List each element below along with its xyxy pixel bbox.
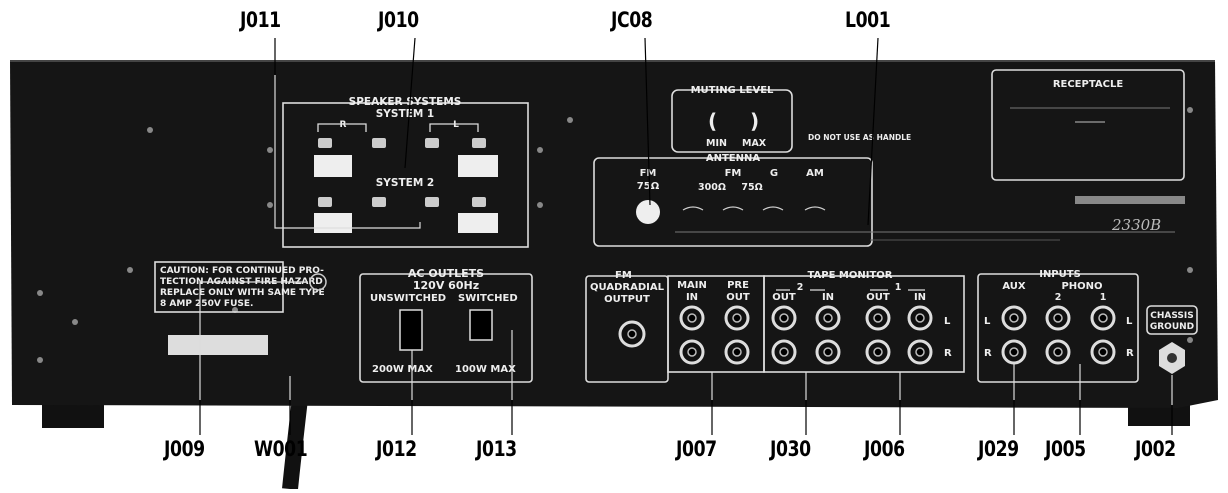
antenna-title: ANTENNA bbox=[706, 153, 760, 164]
tape-side-r: R bbox=[944, 348, 952, 359]
callout-j009: J009 bbox=[164, 437, 205, 461]
screws bbox=[37, 107, 1193, 363]
speaker-l-label: L bbox=[453, 120, 459, 130]
rca-jacks-main-tape[interactable] bbox=[679, 305, 933, 365]
tape-side-l: L bbox=[944, 316, 951, 327]
callout-j011: J011 bbox=[240, 8, 281, 32]
aux-label: AUX bbox=[1002, 281, 1026, 292]
max-200-label: 200W MAX bbox=[372, 364, 433, 375]
inputs-title: INPUTS bbox=[1039, 269, 1081, 280]
tape-1-out-label: OUT bbox=[866, 292, 890, 303]
ac-outlets-title: AC OUTLETS bbox=[408, 267, 484, 280]
receptacle-label: RECEPTACLE bbox=[1053, 79, 1124, 90]
callout-j029: J029 bbox=[978, 437, 1019, 461]
inputs-side-r-2: R bbox=[1126, 348, 1134, 359]
unswitched-label: UNSWITCHED bbox=[370, 293, 446, 304]
callout-j006: J006 bbox=[864, 437, 905, 461]
antenna-300-label: 300Ω bbox=[698, 182, 726, 193]
phono-label: PHONO bbox=[1061, 281, 1102, 292]
leader-lines bbox=[274, 37, 879, 226]
inputs-section: INPUTS AUX PHONO 2 1 L R L R bbox=[977, 269, 1139, 383]
speaker-r-label: R bbox=[340, 120, 347, 130]
chassis-label: CHASSIS bbox=[1150, 311, 1194, 321]
caution-line-4: 8 AMP 250V FUSE. bbox=[160, 299, 253, 309]
brand-area: 2330B bbox=[675, 196, 1185, 241]
muting-min-label: MIN bbox=[706, 138, 727, 149]
switched-label: SWITCHED bbox=[458, 293, 518, 304]
antenna-g-label: G bbox=[770, 168, 778, 179]
tape-monitor-title: TAPE MONITOR bbox=[808, 270, 893, 281]
rca-jacks-inputs[interactable] bbox=[1001, 305, 1116, 365]
model-number: 2330B bbox=[1111, 216, 1161, 234]
callout-j005: J005 bbox=[1045, 437, 1086, 461]
callout-w001: W001 bbox=[254, 437, 308, 461]
antenna-am-label: AM bbox=[806, 168, 824, 179]
unswitched-outlet[interactable] bbox=[399, 309, 423, 351]
main-label: MAIN bbox=[677, 280, 707, 291]
antenna-fm-label: FM bbox=[725, 168, 742, 179]
tape-monitor-section: TAPE MONITOR 2 1 OUT IN OUT IN L R bbox=[763, 270, 965, 373]
callout-j007: J007 bbox=[676, 437, 717, 461]
antenna-75-label: 75Ω bbox=[741, 182, 762, 193]
svg-text:): ) bbox=[750, 109, 759, 133]
ac-outlets-section: AC OUTLETS 120V 60Hz UNSWITCHED SWITCHED… bbox=[359, 267, 533, 383]
speaker-systems-title: SPEAKER SYSTEMS bbox=[349, 96, 462, 108]
muting-level-section: MUTING LEVEL ( ) MIN MAX bbox=[671, 85, 793, 153]
fuse-holder[interactable] bbox=[309, 273, 327, 291]
fm-quadradial-section: FM QUADRADIAL OUTPUT bbox=[585, 270, 669, 383]
chassis-ground-section: CHASSIS GROUND bbox=[1146, 305, 1198, 374]
pre-label: PRE bbox=[727, 280, 749, 291]
antenna-fm75-label: FM bbox=[640, 168, 657, 179]
main-in-label: IN bbox=[686, 292, 698, 303]
switched-outlet[interactable] bbox=[469, 309, 493, 341]
tape-2-in-label: IN bbox=[822, 292, 834, 303]
max-100-label: 100W MAX bbox=[455, 364, 516, 375]
tape-2-out-label: OUT bbox=[772, 292, 796, 303]
muting-level-title: MUTING LEVEL bbox=[691, 85, 774, 96]
leader-lines-panel bbox=[199, 75, 1173, 405]
tape-1-label: 1 bbox=[895, 282, 902, 293]
tape-2-label: 2 bbox=[797, 282, 804, 293]
fm-quad-fm-label: FM bbox=[615, 270, 632, 281]
muting-max-label: MAX bbox=[742, 138, 767, 149]
system-1-label: SYSTEM 1 bbox=[376, 108, 434, 120]
svg-text:(: ( bbox=[708, 109, 717, 133]
inputs-side-l-2: L bbox=[1126, 316, 1133, 327]
caution-line-1: CAUTION: FOR CONTINUED PRO- bbox=[160, 266, 324, 276]
callout-j012: J012 bbox=[376, 437, 417, 461]
callout-j010: J010 bbox=[378, 8, 419, 32]
tape-1-in-label: IN bbox=[914, 292, 926, 303]
pre-out-label: OUT bbox=[726, 292, 750, 303]
caution-line-3: REPLACE ONLY WITH SAME TYPE bbox=[160, 288, 325, 298]
phono-2-label: 2 bbox=[1055, 292, 1062, 303]
callout-j013: J013 bbox=[476, 437, 517, 461]
manufacturer-label bbox=[168, 335, 268, 355]
callout-j002: J002 bbox=[1135, 437, 1176, 461]
callout-j030: J030 bbox=[770, 437, 811, 461]
antenna-terminals[interactable] bbox=[682, 206, 826, 211]
fm-quad-output-label: OUTPUT bbox=[604, 294, 650, 305]
chassis-body bbox=[10, 60, 1218, 408]
phono-1-label: 1 bbox=[1100, 292, 1107, 303]
ground-label: GROUND bbox=[1150, 322, 1194, 332]
antenna-section: ANTENNA FM 75Ω FM G AM 300Ω 75Ω bbox=[593, 153, 873, 247]
inputs-side-l: L bbox=[984, 316, 991, 327]
ac-rating: 120V 60Hz bbox=[413, 279, 479, 292]
handle-warning: DO NOT USE AS HANDLE bbox=[808, 133, 911, 142]
callout-l001: L001 bbox=[845, 8, 891, 32]
fm-quad-quadradial-label: QUADRADIAL bbox=[590, 282, 665, 293]
antenna-fm75-ohm: 75Ω bbox=[637, 181, 660, 192]
inputs-side-r: R bbox=[984, 348, 992, 359]
callout-jc08: JC08 bbox=[611, 8, 653, 32]
receptacle-section: RECEPTACLE bbox=[991, 69, 1185, 181]
fm75-antenna-jack[interactable] bbox=[636, 200, 660, 224]
system-2-label: SYSTEM 2 bbox=[376, 177, 434, 189]
